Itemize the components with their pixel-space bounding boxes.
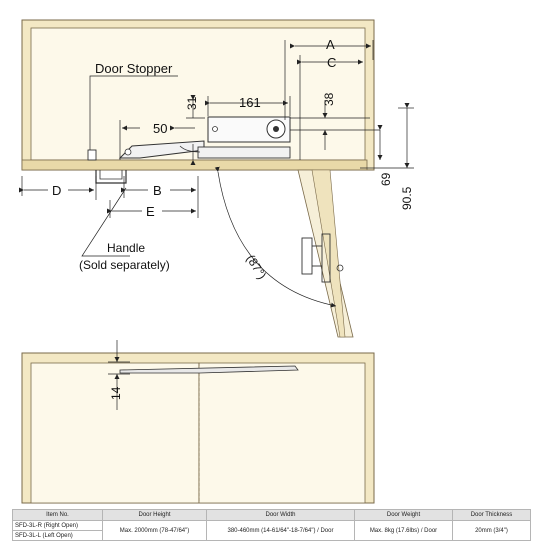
dimension-label-90-5: 90.5 bbox=[400, 186, 414, 210]
hinge-mechanism bbox=[118, 116, 291, 159]
dimension-label-50: 50 bbox=[153, 121, 167, 136]
dimension-label-69: 69 bbox=[379, 172, 393, 186]
folding-door-open bbox=[297, 169, 354, 338]
dimension-label-a: A bbox=[326, 37, 335, 52]
dimension-label-31: 31 bbox=[185, 96, 199, 110]
dimension-label-14: 14 bbox=[109, 386, 123, 400]
header-door-height: Door Height bbox=[102, 509, 207, 521]
dimension-lines-top bbox=[19, 40, 414, 308]
dimension-label-161: 161 bbox=[239, 95, 261, 110]
cabinet-front-view bbox=[21, 352, 375, 504]
rail-front bbox=[119, 365, 299, 374]
dimension-label-e: E bbox=[146, 204, 155, 219]
header-item-no: Item No. bbox=[12, 509, 103, 521]
handle-label: Handle bbox=[107, 241, 145, 255]
door-height-cell: Max. 2000mm (78-47/64") bbox=[102, 520, 207, 541]
door-right-front bbox=[198, 362, 366, 504]
item-no-cell: SFD-3L-L (Left Open) bbox=[12, 530, 103, 541]
cabinet-inner-top bbox=[30, 27, 366, 161]
item-no-cell: SFD-3L-R (Right Open) bbox=[12, 520, 103, 531]
dimension-label-b: B bbox=[153, 183, 162, 198]
door-weight-cell: Max. 8kg (17.6lbs) / Door bbox=[354, 520, 453, 541]
dimension-lines-front bbox=[108, 340, 130, 410]
dimension-label-c: C bbox=[327, 55, 336, 70]
dimension-label-38: 38 bbox=[322, 92, 336, 106]
table-row: SFD-3L-R (Right Open) Max. 2000mm (78-47… bbox=[12, 520, 531, 541]
door-stopper bbox=[87, 149, 97, 161]
handle-drawing bbox=[95, 170, 127, 184]
header-door-thickness: Door Thickness bbox=[452, 509, 531, 521]
door-panel-top bbox=[21, 159, 368, 171]
handle-note-label: (Sold separately) bbox=[79, 258, 170, 272]
angle-label: (87°) bbox=[243, 252, 269, 282]
dimension-label-d: D bbox=[52, 183, 61, 198]
door-thickness-cell: 20mm (3/4") bbox=[452, 520, 531, 541]
header-door-width: Door Width bbox=[206, 509, 355, 521]
door-stopper-label: Door Stopper bbox=[95, 61, 173, 76]
door-left-front bbox=[30, 362, 200, 504]
spec-table: Item No. Door Height Door Width Door Wei… bbox=[12, 509, 531, 541]
header-door-weight: Door Weight bbox=[354, 509, 453, 521]
door-width-cell: 380-460mm (14-61/64"-18-7/64") / Door bbox=[206, 520, 355, 541]
table-header-row: Item No. Door Height Door Width Door Wei… bbox=[12, 509, 531, 521]
table-row: SFD-3L-L (Left Open) bbox=[12, 530, 531, 541]
